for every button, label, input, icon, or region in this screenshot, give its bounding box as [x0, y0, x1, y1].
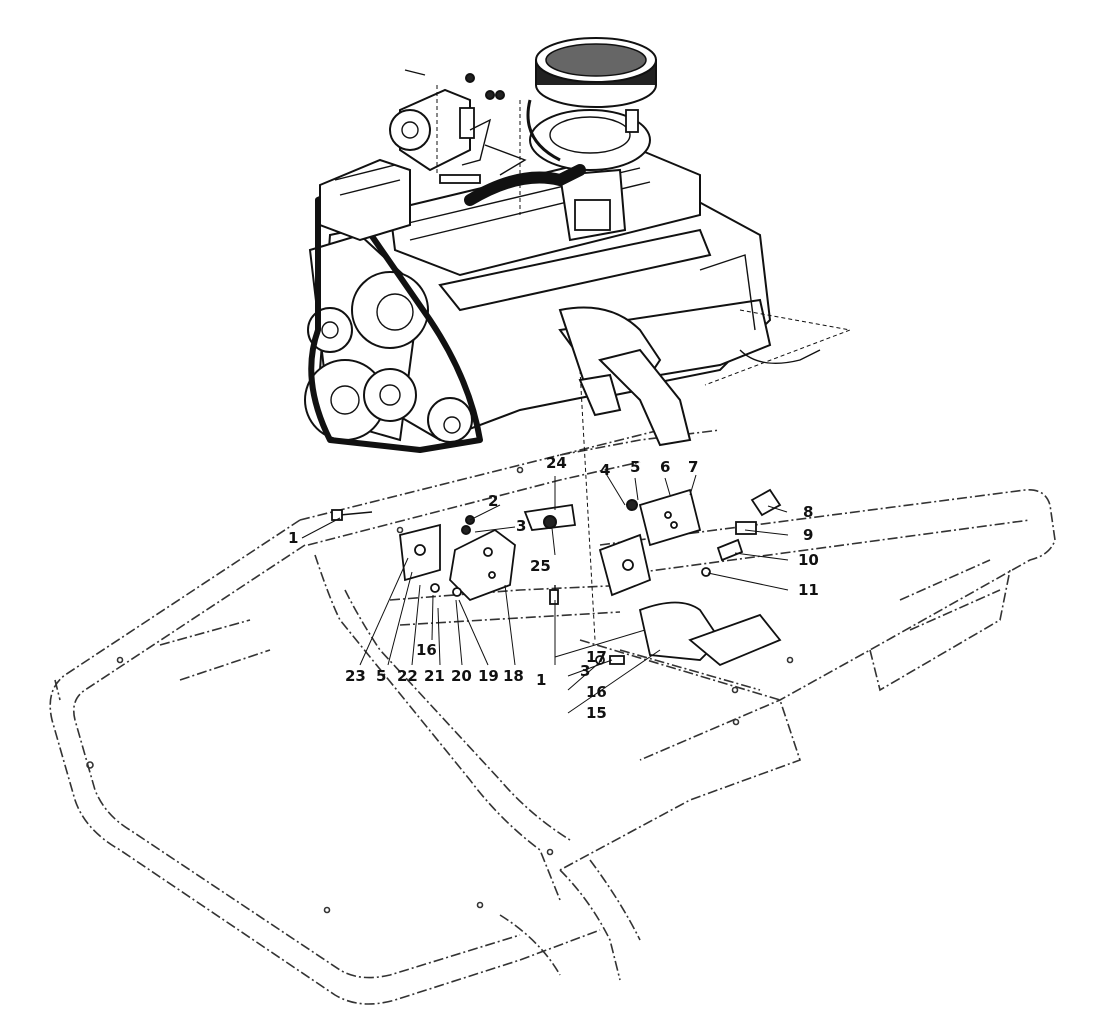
engine: [304, 37, 852, 641]
air-cleaner: [529, 37, 657, 171]
callout-16: 16: [416, 641, 437, 659]
callout-23: 23: [345, 667, 366, 685]
callout-3: 3: [580, 662, 590, 680]
callout-9: 9: [803, 526, 813, 544]
callout-5: 5: [376, 667, 386, 685]
pulleys: [304, 192, 473, 443]
alternator: [319, 158, 411, 242]
callout-21: 21: [424, 667, 445, 685]
callout-2: 2: [488, 492, 498, 510]
callout-18: 18: [503, 667, 524, 685]
callout-24: 24: [546, 454, 567, 472]
callout-25: 25: [530, 557, 551, 575]
callout-17: 17: [586, 648, 607, 666]
callout-3: 3: [516, 517, 526, 535]
callout-15: 15: [586, 704, 607, 722]
callout-1: 1: [288, 529, 298, 547]
callout-20: 20: [451, 667, 472, 685]
callout-5: 5: [630, 458, 640, 476]
callout-19: 19: [478, 667, 499, 685]
callout-6: 6: [660, 458, 670, 476]
callout-11: 11: [798, 581, 819, 599]
drive-belt: [308, 187, 483, 453]
callout-labels: 1 1 2 3 3 4 5 5 6 7 8 9 10 11 15 16 16 1…: [288, 454, 819, 722]
callout-22: 22: [397, 667, 418, 685]
leader-lines: [301, 471, 789, 714]
callout-1: 1: [536, 671, 546, 689]
starter-motor: [389, 88, 475, 172]
callout-8: 8: [803, 503, 813, 521]
chassis-frame: [49, 429, 1056, 1005]
engine-mounts: [331, 488, 782, 667]
callout-10: 10: [798, 551, 819, 569]
callout-16: 16: [586, 683, 607, 701]
callout-7: 7: [688, 458, 698, 476]
callout-4: 4: [600, 461, 610, 479]
